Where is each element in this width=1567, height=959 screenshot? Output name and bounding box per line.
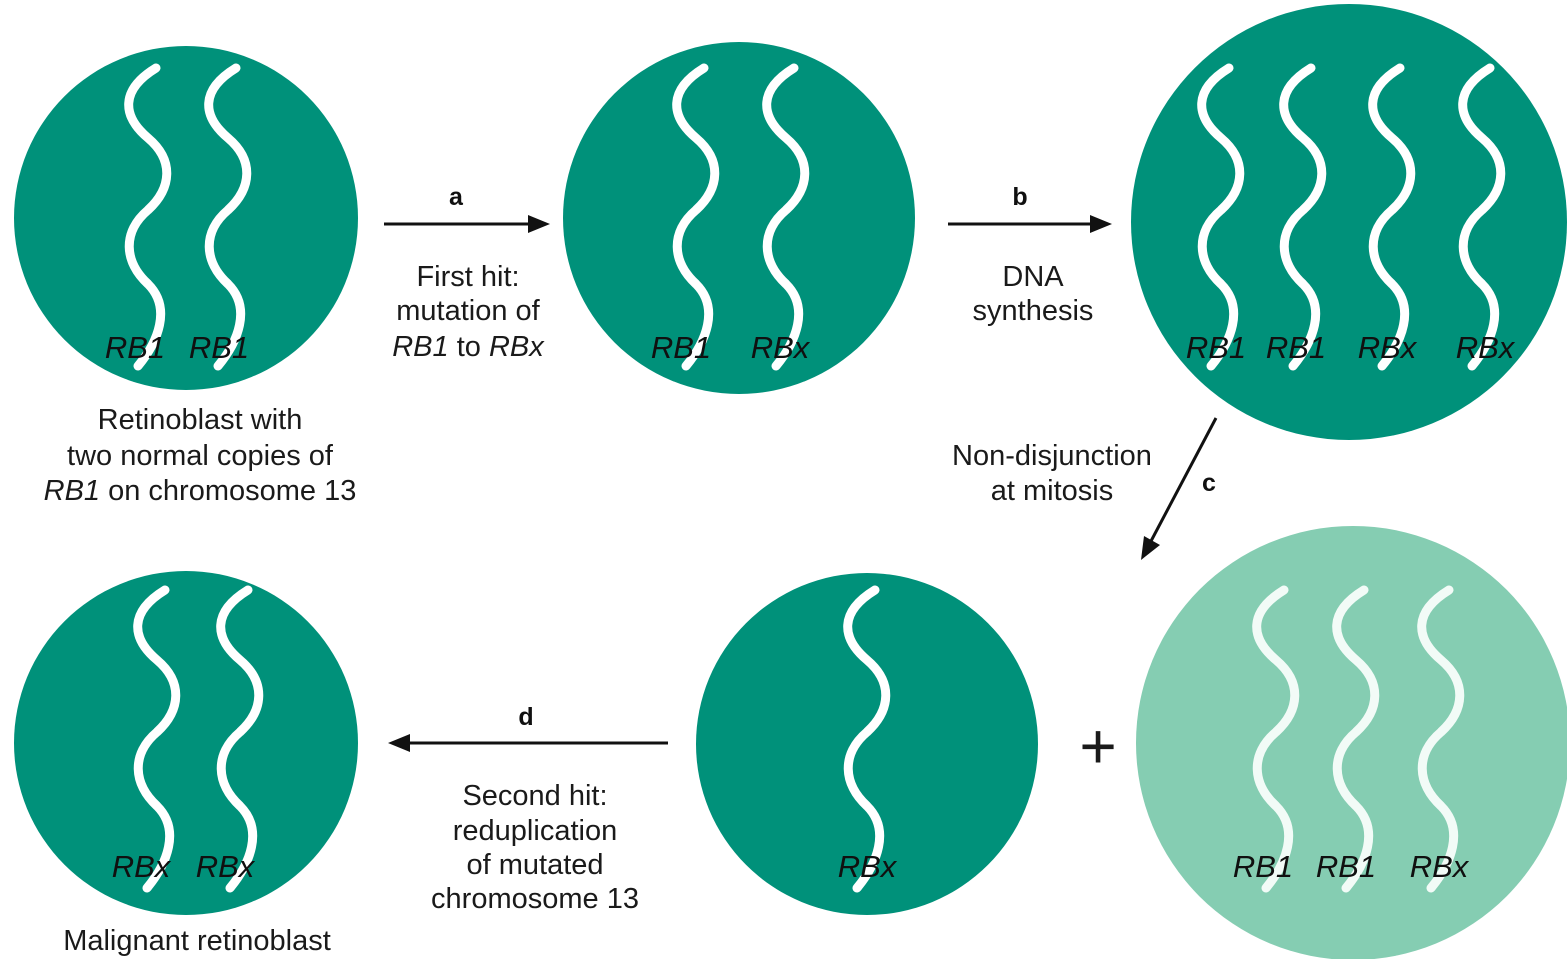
step-note: chromosome 13 [431, 883, 639, 915]
caption-line: RB1 on chromosome 13 [44, 475, 357, 507]
cell-first-hit: RB1 RBx [563, 42, 915, 394]
cell-body [696, 573, 1038, 915]
gene-label: RB1 [1266, 330, 1326, 365]
step-label: a [449, 183, 464, 211]
gene-label: RB1 [1186, 330, 1246, 365]
caption-line: Retinoblast with [98, 404, 303, 436]
gene-label: RBx [1410, 849, 1470, 884]
step-d: d Second hit: reduplication of mutated c… [388, 703, 668, 915]
step-note: Non-disjunction [952, 440, 1152, 472]
gene-label: RB1 [105, 330, 165, 365]
gene-label: RB1 [189, 330, 249, 365]
cell-normal-retinoblast: RB1 RB1 [14, 46, 358, 390]
gene-label: RB1 [1316, 849, 1376, 884]
caption-line: two normal copies of [67, 440, 334, 472]
caption-normal-retinoblast: Retinoblast with two normal copies of RB… [44, 404, 357, 507]
cell-daughter-light: RB1 RB1 RBx [1136, 526, 1567, 959]
arrow-c [1148, 417, 1218, 544]
step-label: c [1202, 469, 1216, 497]
gene-label: RB1 [1233, 849, 1293, 884]
step-note: RB1 to RBx [392, 331, 545, 363]
caption-malignant-retinoblast: Malignant retinoblast [63, 925, 331, 957]
gene-label: RB1 [651, 330, 711, 365]
cell-body [563, 42, 915, 394]
arrowhead [528, 215, 550, 233]
step-note: Second hit: [462, 780, 607, 812]
arrowhead [1090, 215, 1112, 233]
cell-malignant-retinoblast: RBx RBx [14, 571, 358, 915]
step-note: DNA [1002, 261, 1064, 293]
gene-label: RBx [751, 330, 811, 365]
step-note: First hit: [416, 261, 519, 293]
step-note: of mutated [466, 849, 603, 881]
plus-sign: + [1079, 710, 1116, 782]
step-c: c Non-disjunction at mitosis [952, 417, 1218, 560]
step-note: mutation of [396, 295, 540, 327]
gene-label: RBx [1358, 330, 1418, 365]
cell-body [14, 46, 358, 390]
gene-label: RBx [838, 849, 898, 884]
gene-label: RBx [1456, 330, 1516, 365]
step-note: reduplication [453, 815, 617, 847]
step-b: b DNA synthesis [948, 183, 1112, 327]
step-note: synthesis [973, 295, 1094, 327]
step-note: at mitosis [991, 475, 1113, 507]
gene-label: RBx [112, 849, 172, 884]
cell-body [1131, 4, 1567, 440]
gene-label: RBx [196, 849, 256, 884]
step-a: a First hit: mutation of RB1 to RBx [384, 183, 550, 363]
cell-body [14, 571, 358, 915]
cell-daughter-rbx: RBx [696, 573, 1038, 915]
arrowhead [388, 734, 410, 752]
cell-after-dna-synthesis: RB1 RB1 RBx RBx [1131, 4, 1567, 440]
arrowhead [1141, 536, 1160, 560]
step-label: d [518, 703, 533, 731]
step-label: b [1012, 183, 1027, 211]
